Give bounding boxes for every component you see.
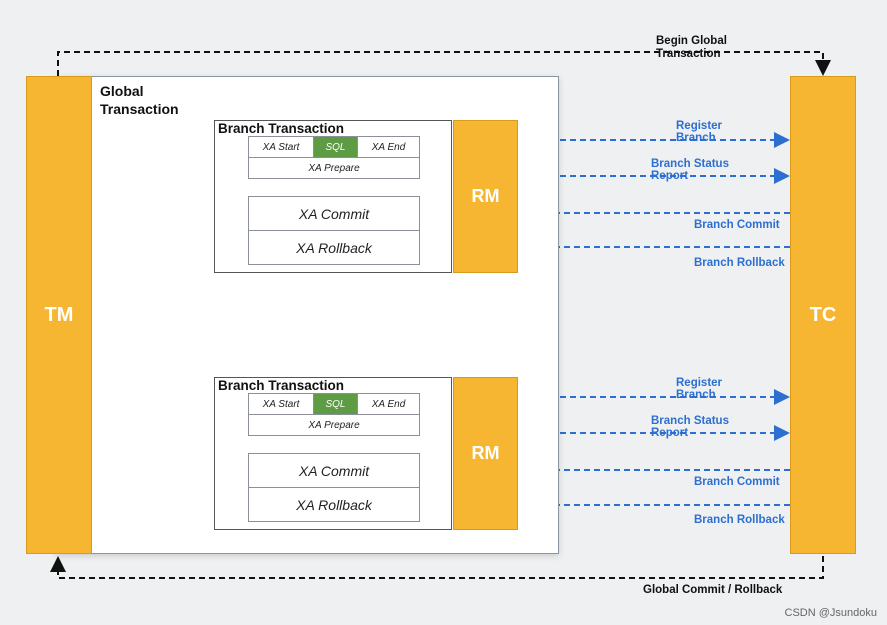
branch-status-report-label: Branch Status Report [651,158,729,182]
xa-end-cell: XA End [357,136,420,158]
xa-prepare-cell: XA Prepare [248,157,420,179]
global-commit-arrow [50,556,824,579]
xa-end-cell: XA End [357,393,420,415]
begin-global-arrow [57,51,831,76]
rm-bar: RM [453,120,518,273]
xa-prepare-cell: XA Prepare [248,414,420,436]
register-branch-label: Register Branch [676,120,723,144]
branch-rollback-label: Branch Rollback [694,257,785,269]
branch-transaction-title: Branch Transaction [218,378,345,393]
branch-rollback-label: Branch Rollback [694,514,785,526]
rm-bar: RM [453,377,518,530]
xa-start-cell: XA Start [248,393,314,415]
watermark: CSDN @Jsundoku [784,607,877,619]
tc-bar: TC [790,76,856,554]
xa-rollback-cell: XA Rollback [248,487,420,522]
sql-cell: SQL [313,393,358,415]
branch-status-report-label: Branch Status Report [651,415,729,439]
begin-global-transaction-label: Begin Global Transaction [656,35,727,60]
xa-commit-cell: XA Commit [248,196,420,231]
branch-transaction-title: Branch Transaction [218,121,345,136]
global-commit-rollback-label: Global Commit / Rollback [643,584,783,596]
xa-rollback-cell: XA Rollback [248,230,420,265]
register-branch-label: Register Branch [676,377,723,401]
global-transaction-title: Global Transaction [100,83,179,117]
tm-bar: TM [26,76,92,554]
branch-commit-label: Branch Commit [694,219,780,231]
branch-commit-label: Branch Commit [694,476,780,488]
sql-cell: SQL [313,136,358,158]
xa-commit-cell: XA Commit [248,453,420,488]
xa-start-cell: XA Start [248,136,314,158]
